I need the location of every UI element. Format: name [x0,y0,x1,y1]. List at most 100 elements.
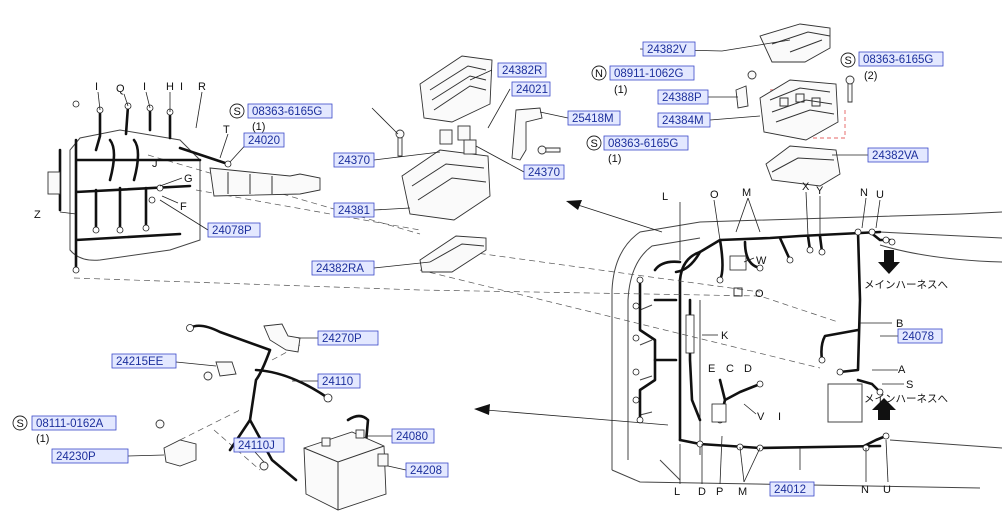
part-24382V: 24382V [647,44,687,56]
fastener-s1-symbol: S [845,55,852,67]
callout-R: R [198,81,206,93]
callout-M-1: M [742,187,751,199]
part-24382R: 24382R [502,65,542,77]
part-24270P: 24270P [322,333,362,345]
part-24021-box [511,81,551,97]
fastener-n1-qty: (1) [614,84,627,96]
callout-O-1: O [710,189,719,201]
callout-L-1: L [662,191,668,203]
callout-H: H [166,81,174,93]
fastener-s3-circle [586,135,602,151]
part-25418M-box [567,110,621,126]
callout-B: B [896,318,903,330]
callout-K: K [721,330,729,342]
fastener-s2-symbol: S [234,106,241,118]
callout-X: X [802,181,810,193]
notes: メインハーネスへ メインハーネスへ [864,279,948,405]
fastener-n1-symbol: N [595,68,603,80]
callout-W: W [756,255,767,267]
letter-leaders [59,91,904,485]
part-24110J-box [233,437,285,453]
part-24110: 24110 [322,376,353,388]
part-24230P: 24230P [56,451,96,463]
callout-I-4: I [778,411,781,423]
part-24020: 24020 [248,135,280,147]
fastener-s1-box [858,51,944,67]
battery-cable-group [155,323,389,511]
letter-callouts: I Q I H I R T J G F Z L O M X Y N U W O … [34,81,913,498]
part-24215EE-box [111,353,177,369]
callout-S: S [906,379,913,391]
fastener-s2-code: 08363-6165G [252,106,322,118]
fastener-s4-qty: (1) [36,433,49,445]
part-24382RA-box [311,260,375,276]
fastener-s4-circle [12,415,28,431]
callout-V: V [757,411,765,423]
part-24012-box [769,481,815,497]
callout-G: G [184,173,193,185]
part-24080-box [391,428,435,444]
fastener-callouts: S 08363-6165G (2) N 08911-1062G (1) S 08… [12,51,944,445]
pointer-arrows [474,200,669,426]
part-24382V-box [642,41,696,57]
callout-M-2: M [738,486,747,498]
fastener-s2-circle [229,103,245,119]
note-to-main-harness-1: メインハーネスへ [864,279,948,291]
fastener-n1-circle [591,65,607,81]
part-24382RA: 24382RA [316,263,364,275]
fuse-box-assembly [735,23,855,187]
part-24110J: 24110J [238,440,275,452]
part-24370-b: 24370 [528,167,560,179]
fastener-s2-box [247,103,333,119]
part-25418M: 25418M [572,113,614,125]
part-24381: 24381 [338,205,370,217]
part-24012: 24012 [774,484,806,496]
callout-L-2: L [674,486,680,498]
part-24388P-box [657,89,709,105]
relay-box-assembly [395,55,561,273]
callout-U-1: U [876,189,884,201]
part-24078P-box [207,222,261,238]
fastener-s3-box [603,135,689,151]
callout-I-1: I [95,81,98,93]
part-24080: 24080 [396,431,428,443]
main-harness-24012 [632,228,896,452]
callout-J: J [152,158,158,170]
part-24370-b-box [523,164,565,180]
callout-F: F [180,201,187,213]
callout-P: P [716,486,723,498]
callout-Y: Y [816,185,824,197]
fastener-s3-code: 08363-6165G [608,138,678,150]
fastener-s3-qty: (1) [608,153,621,165]
callout-Q: Q [116,83,125,95]
fastener-s1-code: 08363-6165G [863,54,933,66]
callout-A: A [898,364,906,376]
callout-D-1: D [744,363,752,375]
fastener-s2-qty: (1) [252,121,265,133]
part-24270P-box [317,330,379,346]
callout-N-2: N [861,484,869,496]
part-24384M-box [657,112,711,128]
part-24078P: 24078P [212,225,252,237]
callout-U-2: U [883,484,891,496]
part-24208-box [405,462,449,478]
part-24370-a: 24370 [338,155,370,167]
vehicle-body-outline [611,211,1002,489]
part-number-labels: 24382V 24382R 24021 24388P 24384M 25418M… [51,41,943,497]
fastener-s3-symbol: S [591,138,598,150]
callout-O-2-square [733,287,743,297]
part-24110-box [317,373,361,389]
part-24208: 24208 [410,465,442,477]
part-24382VA-box [867,147,929,163]
part-24381-box [333,202,375,218]
fastener-s4-box [31,415,117,431]
part-24382R-box [497,62,547,78]
callout-O-2: O [755,288,764,300]
part-24230P-box [51,448,129,464]
fastener-s4-symbol: S [17,418,24,430]
fastener-n1-code: 08911-1062G [614,68,684,80]
engine-harness [47,100,321,274]
callout-E: E [708,363,715,375]
callout-D-2: D [698,486,706,498]
part-24078: 24078 [902,331,934,343]
